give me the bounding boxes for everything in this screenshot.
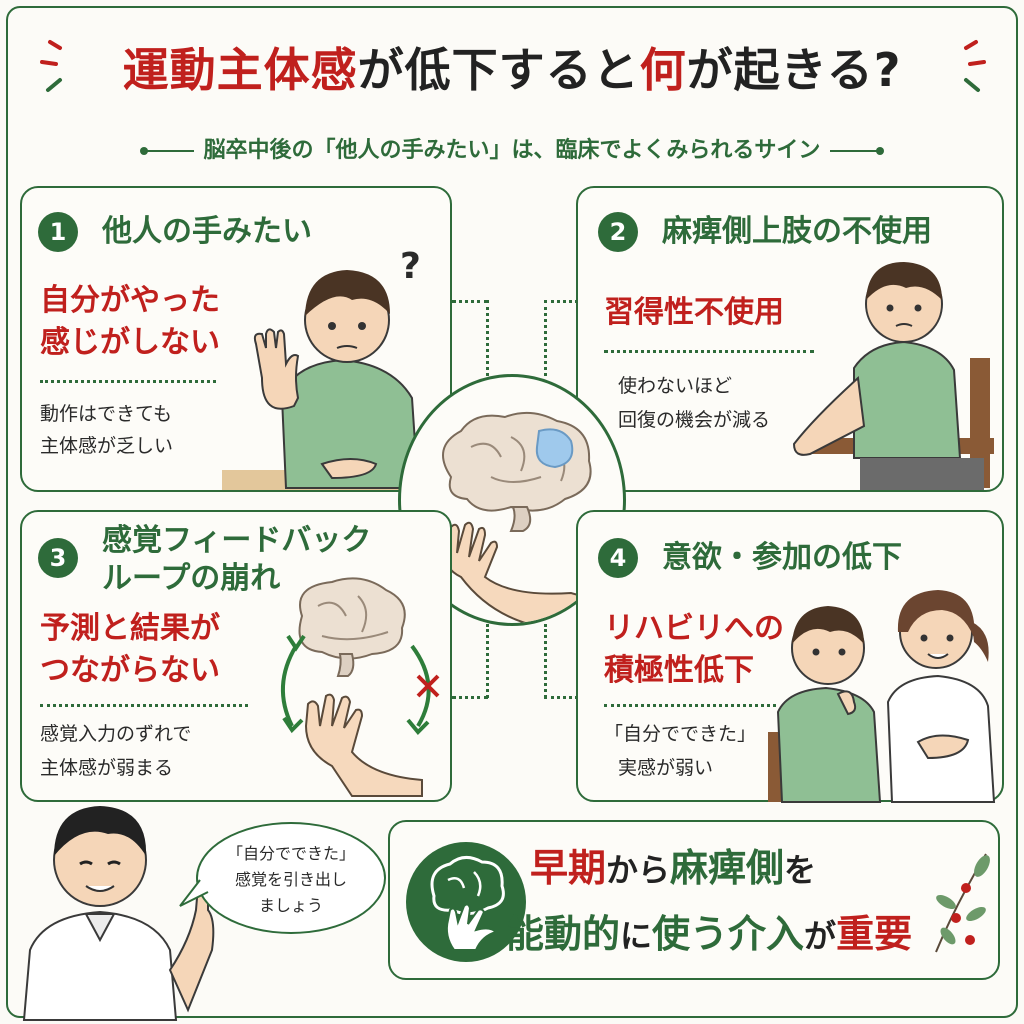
broken-loop-illustration bbox=[281, 577, 440, 797]
conclusion-intervention: 使う介入 bbox=[652, 912, 805, 956]
card-headline-2: 感じがしない bbox=[40, 325, 220, 360]
conclusion-affected-side: 麻痺側 bbox=[670, 846, 785, 890]
connector-1h bbox=[452, 300, 488, 303]
connector-1 bbox=[486, 300, 489, 376]
conclusion-active: 能動的 bbox=[506, 912, 621, 956]
card-body-2: 主体感が乏しい bbox=[40, 435, 174, 457]
conclusion-line-1: 早期から麻痺側を bbox=[530, 844, 816, 894]
bubble-line-3: ましょう bbox=[258, 896, 323, 915]
card-title-line-1: 感覚フィードバック bbox=[102, 523, 372, 558]
card-title-line-2: ループの崩れ bbox=[102, 561, 281, 596]
card-body-1: 感覚入力のずれで bbox=[40, 723, 192, 745]
brain-icon bbox=[442, 411, 592, 532]
card-body-1: 使わないほど bbox=[618, 375, 733, 397]
card-headline-2: 積極性低下 bbox=[604, 653, 754, 688]
therapist-pointing-illustration bbox=[22, 806, 215, 1021]
card-body-1: 「自分でできた」 bbox=[604, 723, 757, 745]
conclusion-ga: が bbox=[804, 917, 837, 955]
conclusion-box: 早期から麻痺側を 能動的に使う介入が重要 bbox=[388, 820, 1000, 980]
card-alien-hand: 1 他人の手みたい 自分がやった 感じがしない 動作はできても 主体感が乏しい … bbox=[20, 186, 452, 492]
card-number: 2 bbox=[598, 212, 638, 252]
card-title: 麻痺側上肢の不使用 bbox=[662, 214, 932, 249]
connector-4 bbox=[544, 624, 547, 698]
speech-bubble: 「自分でできた」 感覚を引き出し ましょう bbox=[196, 822, 386, 934]
page-subtitle: 脳卒中後の「他人の手みたい」は、臨床でよくみられるサイン bbox=[0, 132, 1024, 164]
subtitle-text: 脳卒中後の「他人の手みたい」は、臨床でよくみられるサイン bbox=[203, 138, 821, 163]
card-body-2: 回復の機会が減る bbox=[618, 409, 771, 431]
card-headline-2: つながらない bbox=[40, 653, 220, 688]
card-title: 他人の手みたい bbox=[102, 214, 312, 249]
card-motivation: 4 意欲・参加の低下 リハビリへの 積極性低下 「自分でできた」 実感が弱い bbox=[576, 510, 1004, 803]
card-divider bbox=[604, 350, 814, 353]
conclusion-early: 早期 bbox=[530, 846, 607, 890]
card-learned-nonuse: 2 麻痺側上肢の不使用 習得性不使用 使わないほど 回復の機会が減る bbox=[576, 186, 1004, 492]
question-mark: ? bbox=[400, 246, 421, 287]
card-headline-1: 予測と結果が bbox=[40, 611, 220, 646]
title-part-3: 何 bbox=[639, 43, 687, 97]
seated-boy-illustration bbox=[792, 262, 994, 490]
card-headline-1: 自分がやった bbox=[40, 283, 220, 318]
connector-4h bbox=[544, 696, 578, 699]
card-number: 1 bbox=[38, 212, 78, 252]
bubble-line-2: 感覚を引き出し bbox=[234, 870, 347, 889]
card-title: 意欲・参加の低下 bbox=[662, 540, 902, 575]
subtitle-left-rule bbox=[139, 147, 194, 155]
connector-3 bbox=[486, 624, 489, 698]
card-body-2: 実感が弱い bbox=[618, 757, 714, 779]
card-body-2: 主体感が弱まる bbox=[40, 757, 174, 779]
sparkle-right-icon bbox=[964, 40, 986, 92]
connector-2 bbox=[544, 300, 547, 376]
card-number: 4 bbox=[598, 538, 638, 578]
title-part-1: 運動主体感 bbox=[122, 43, 358, 97]
page-title: 運動主体感が低下すると何が起きる? bbox=[0, 34, 1024, 100]
card-body-1: 動作はできても bbox=[40, 403, 173, 425]
card-divider bbox=[604, 704, 776, 707]
subtitle-right-rule bbox=[830, 147, 885, 155]
conclusion-important: 重要 bbox=[836, 912, 913, 956]
card-divider bbox=[40, 380, 216, 383]
conclusion-ni: に bbox=[620, 917, 653, 955]
bubble-tail bbox=[179, 879, 209, 907]
conclusion-from: から bbox=[606, 851, 671, 889]
card-headline-1: 習得性不使用 bbox=[604, 295, 784, 330]
patient-therapist-illustration bbox=[768, 590, 996, 803]
brain-hand-icon bbox=[406, 842, 526, 962]
conclusion-particle-wo: を bbox=[784, 851, 817, 889]
card-number: 3 bbox=[38, 538, 78, 578]
connector-2h bbox=[544, 300, 578, 303]
card-divider bbox=[40, 704, 248, 707]
card-headline-1: リハビリへの bbox=[604, 611, 784, 646]
title-part-4: が起きる? bbox=[686, 43, 902, 97]
card-feedback-loop: 3 感覚フィードバック ループの崩れ 予測と結果が つながらない 感覚入力のずれ… bbox=[20, 510, 452, 802]
connector-3h bbox=[452, 696, 488, 699]
berry-branch-icon bbox=[935, 853, 990, 953]
conclusion-line-2: 能動的に使う介入が重要 bbox=[506, 910, 912, 960]
title-part-2: が低下すると bbox=[357, 43, 640, 97]
confused-boy-illustration bbox=[222, 270, 450, 490]
bubble-line-1: 「自分でできた」 bbox=[226, 844, 355, 863]
sparkle-left-icon bbox=[40, 40, 62, 92]
